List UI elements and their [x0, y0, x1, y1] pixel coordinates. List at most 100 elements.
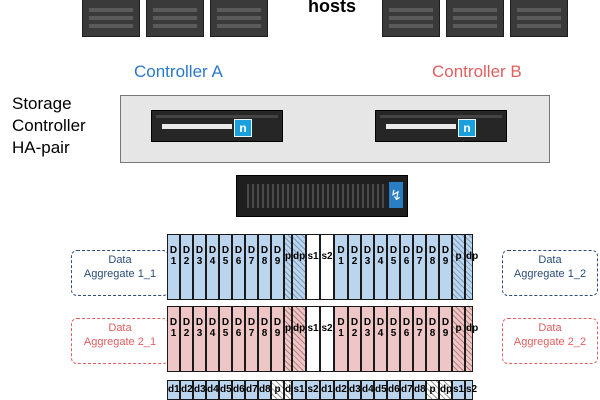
aggregate-line: Aggregate 2_2	[513, 336, 587, 348]
disk-cell: p	[284, 234, 292, 300]
disk-cell: p	[452, 234, 465, 300]
hosts-label: hosts	[308, 0, 357, 16]
controller-chassis: n n	[120, 95, 550, 163]
disk-cell: d7	[245, 380, 258, 400]
disk-cell: dp	[284, 380, 297, 400]
disk-cell: p	[284, 306, 292, 372]
disk-cell: dp	[439, 380, 452, 400]
controller-a-label: Controller A	[134, 62, 223, 81]
disk-cell: s1	[452, 380, 465, 400]
aggregate-1-1-label: Data Aggregate 1_1	[71, 250, 169, 296]
ha-pair-label: Storage Controller HA-pair	[12, 93, 86, 159]
server-icon	[446, 0, 504, 37]
server-icon	[382, 0, 440, 37]
disk-cell: d4	[361, 380, 374, 400]
disk-cell: d5	[374, 380, 387, 400]
disk-cell: d8	[413, 380, 426, 400]
disk-cell: s1	[292, 380, 306, 400]
server-icon	[210, 0, 268, 37]
server-icon	[510, 0, 568, 37]
controller-b-label: Controller B	[432, 62, 522, 81]
disk-cell: dp	[292, 234, 306, 300]
disk-cell: s2	[320, 234, 334, 300]
aggregate-line: Data	[108, 254, 132, 266]
netapp-logo-icon: n	[234, 119, 252, 137]
controller-a-unit: n	[151, 110, 283, 142]
aggregate-2-1-label: Data Aggregate 2_1	[71, 318, 169, 364]
disk-cell: dp	[465, 234, 478, 300]
disk-shelf: ↯	[236, 175, 408, 217]
aggregate-2-2-label: Data Aggregate 2_2	[502, 318, 598, 364]
disk-cell: d5	[219, 380, 232, 400]
disk-cell: s1	[306, 234, 320, 300]
aggregate-1-2-label: Data Aggregate 1_2	[502, 250, 598, 296]
netapp-logo-icon: n	[458, 119, 476, 137]
ha-pair-label-line: HA-pair	[12, 138, 70, 157]
disk-cell: s2	[306, 380, 320, 400]
disk-cell: d7	[400, 380, 413, 400]
disk-cell: s2	[320, 306, 334, 372]
ha-pair-label-line: Controller	[12, 116, 86, 135]
aggregate-line: Data	[108, 322, 132, 334]
controller-b-unit: n	[375, 110, 507, 142]
aggregate-line: Aggregate 2_1	[83, 336, 157, 348]
disk-cell: d2	[334, 380, 348, 400]
disk-cell: d3	[193, 380, 206, 400]
aggregate-line: Aggregate 1_1	[83, 268, 157, 280]
disk-cell: d3	[348, 380, 361, 400]
disk-cell: dp	[465, 306, 478, 372]
ha-pair-label-line: Storage	[12, 94, 72, 113]
disk-cell: d6	[232, 380, 245, 400]
server-icon	[82, 0, 140, 37]
disk-cell: d4	[206, 380, 219, 400]
disk-cell: d6	[387, 380, 400, 400]
disk-cell: d8	[258, 380, 271, 400]
lightning-bolt-icon: ↯	[389, 182, 403, 208]
disk-cell: s2	[465, 380, 477, 400]
server-icon	[146, 0, 204, 37]
disk-cell: d1	[167, 380, 180, 400]
disk-cell: dp	[292, 306, 306, 372]
disk-cell: p	[426, 380, 439, 400]
disk-cell: p	[452, 306, 465, 372]
disk-cell: p	[271, 380, 284, 400]
aggregate-line: Data	[538, 322, 562, 334]
disk-cell: d2	[180, 380, 193, 400]
disk-cell: d1	[320, 380, 334, 400]
disk-cell: s1	[306, 306, 320, 372]
